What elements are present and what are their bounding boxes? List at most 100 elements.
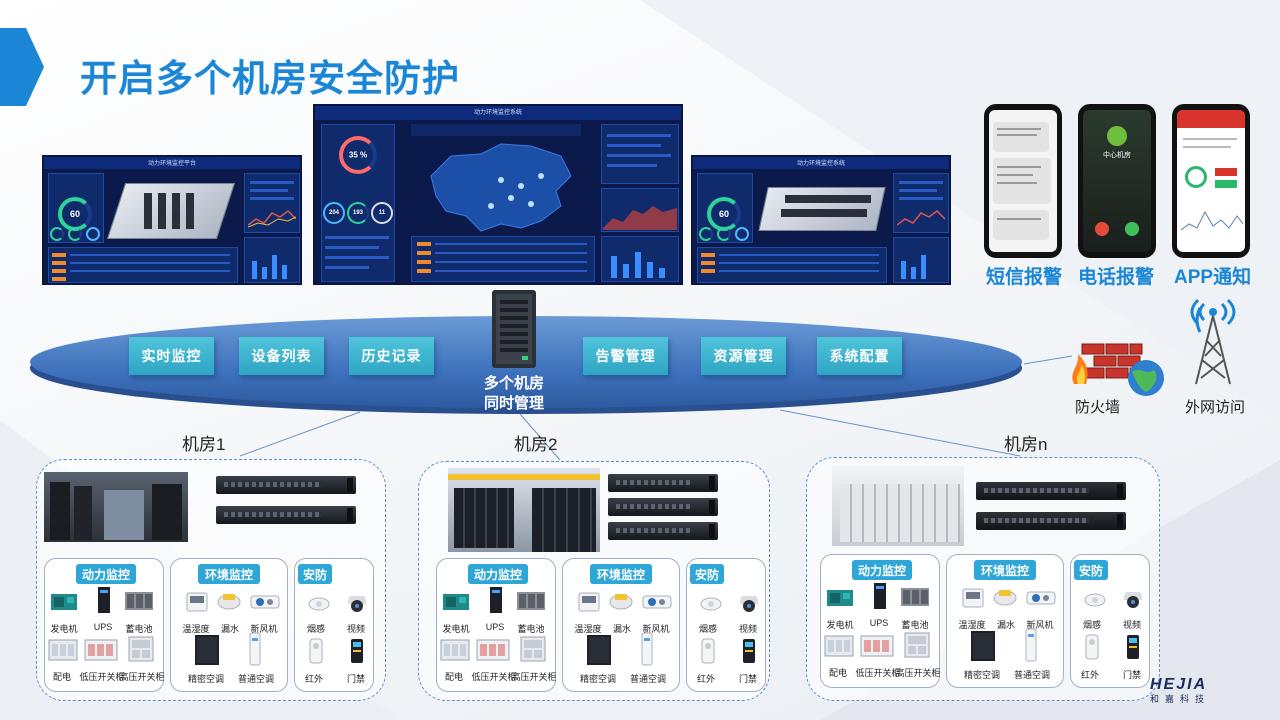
dashboard-right-gauge: 60 [718,209,729,219]
room-2-dist-icon [440,638,470,667]
room-1-leak-icon [216,590,242,615]
stat-total: 204 [328,210,339,216]
dashboard-left: 动力环境监控平台 60 [42,155,302,285]
room-2-host-3-icon [608,522,718,540]
firewall-icon [1072,343,1164,396]
call-alert-caption: 电话报警 [1078,267,1155,288]
room-1-hvcab-icon [128,636,154,667]
room-1-lvcab-label: 低压开关柜 [79,672,125,682]
room-1-ups-label: UPS [93,622,113,632]
room-n-hvcab-icon [904,632,930,663]
room-2-lvcab-label: 低压开关柜 [471,672,517,682]
room-n-leak-icon [992,586,1018,611]
room-1-door-label: 门禁 [346,674,365,684]
room-n-thermo-icon [962,588,984,613]
room-n-pac-icon [970,630,996,667]
room-1-ir-icon [308,638,324,669]
room-1-camera-label: 视频 [346,624,365,634]
room-n-env-title: 环境监控 [974,560,1036,580]
room-2-battery-label: 蓄电池 [517,624,545,634]
room-1-dist-icon [48,638,78,667]
room-n-lvcab-icon [860,634,894,663]
room-1-ac-label: 普通空调 [237,674,274,684]
room-2-fan-label: 新风机 [642,624,670,634]
dashboard-middle-title: 动力环境监控系统 [473,110,523,116]
room-1-pac-icon [194,634,220,671]
room-n-label: 机房n [1004,435,1048,454]
menu-device-list[interactable]: 设备列表 [239,337,324,375]
title-tab-icon [0,28,44,106]
room-2-lvcab-icon [476,638,510,667]
menu-alarm-management[interactable]: 告警管理 [583,337,668,375]
room-1-battery-icon [124,590,154,617]
dashboard-right-title: 动力环境监控系统 [796,161,846,167]
room-2-battery-icon [516,590,546,617]
brand-logo: HEJIA 和嘉科技 [1150,676,1230,712]
room-2-pac-label: 精密空调 [579,674,616,684]
room-2-env-title: 环境监控 [590,564,652,584]
call-phone-icon: 中心机房 [1078,104,1156,258]
room-2-ups-icon [488,586,504,619]
room-1-hvcab-label: 高压开关柜 [119,672,165,682]
room-n-generator-label: 发电机 [826,620,854,630]
page-title: 开启多个机房安全防护 [80,57,460,100]
multi-room-label-line1: 多个机房 [483,375,544,392]
room-1-camera-icon [346,593,368,619]
room-2-photo [448,468,600,552]
room-n-host-1-icon [976,482,1126,500]
room-1-battery-label: 蓄电池 [125,624,153,634]
antenna-tower-icon [1190,298,1236,385]
room-n-ir-label: 红外 [1080,670,1099,680]
room-1-fan-label: 新风机 [250,624,278,634]
sms-alert-caption: 短信报警 [986,267,1063,288]
stat-offline: 11 [378,210,386,216]
room-1-smoke-icon [308,596,330,617]
room-n-security-title: 安防 [1074,560,1108,580]
room-n-fan-label: 新风机 [1026,620,1054,630]
room-n-door-icon [1126,634,1140,665]
room-1-door-icon [350,638,364,669]
brand-sub: 和嘉科技 [1150,694,1211,704]
dashboard-middle: 动力环境监控系统 35 % 204 193 11 [313,104,683,285]
room-2-ir-label: 红外 [696,674,715,684]
room-1-leak-label: 漏水 [220,624,239,634]
room-1-security-title: 安防 [298,564,332,584]
app-phone-icon [1172,104,1250,258]
room-2-generator-label: 发电机 [442,624,470,634]
room-n-leak-label: 漏水 [996,620,1015,630]
room-2-door-icon [742,638,756,669]
menu-resource-management[interactable]: 资源管理 [701,337,786,375]
menu-realtime-monitor[interactable]: 实时监控 [129,337,214,375]
room-2-ir-icon [700,638,716,669]
room-n-hvcab-label: 高压开关柜 [895,668,941,678]
room-1-lvcab-icon [84,638,118,667]
menu-history[interactable]: 历史记录 [349,337,434,375]
room-1-ac-icon [248,632,262,671]
room-2-door-label: 门禁 [738,674,757,684]
room-1-ir-label: 红外 [304,674,323,684]
room-n-ups-icon [872,582,888,615]
room-1-host-2-icon [216,506,356,524]
dashboard-right: 动力环境监控系统 60 [691,155,951,285]
room-1-photo [44,472,188,542]
room-2-host-2-icon [608,498,718,516]
app-alert-caption: APP通知 [1174,267,1252,288]
room-n-thermo-label: 温湿度 [958,620,986,630]
room-1-generator-icon [50,590,78,617]
room-2-generator-icon [442,590,470,617]
room-1-dist-label: 配电 [52,672,71,682]
menu-system-config[interactable]: 系统配置 [817,337,902,375]
room-n-host-2-icon [976,512,1126,530]
room-n-dist-icon [824,634,854,663]
sms-phone-icon [984,104,1062,258]
room-n-ir-icon [1084,634,1100,665]
room-2-power-title: 动力监控 [468,564,528,584]
dashboard-middle-gauge: 35 % [348,150,368,160]
call-name: 中心机房 [1103,152,1131,159]
room-1-smoke-label: 烟感 [306,624,325,634]
room-n-smoke-label: 烟感 [1082,620,1101,630]
room-2-security-title: 安防 [690,564,724,584]
room-2-hvcab-label: 高压开关柜 [511,672,557,682]
